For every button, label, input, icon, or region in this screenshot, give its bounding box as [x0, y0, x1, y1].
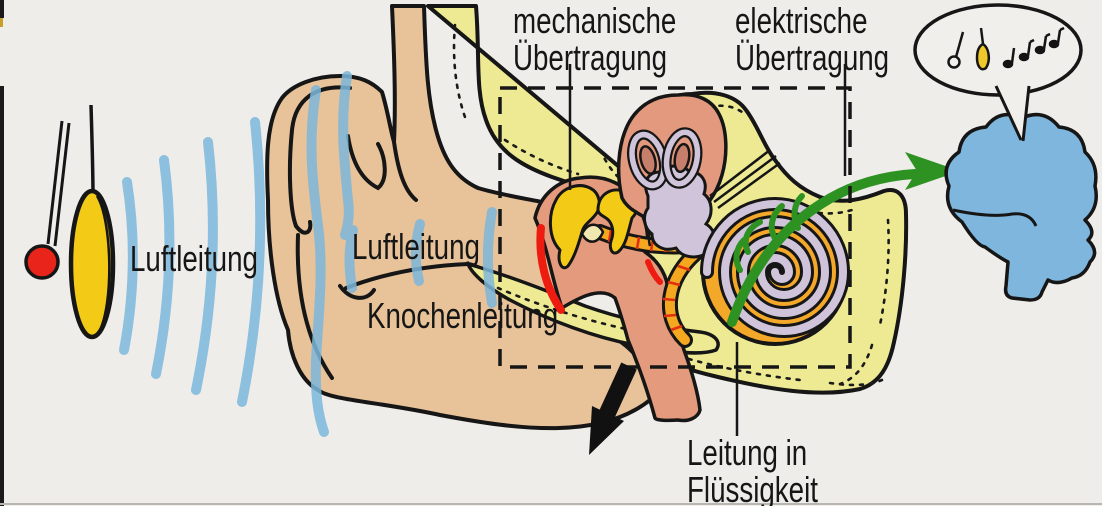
bubble-mallet-icon — [947, 31, 965, 69]
label-fluid-conduction: Leitung in Flüssigkeit — [687, 434, 818, 506]
pointer-lines — [568, 64, 847, 436]
semicircular-canals-icon — [616, 92, 781, 259]
malleus — [549, 184, 601, 270]
brain-sulcus — [952, 208, 1038, 227]
label-fluid-line2: Flüssigkeit — [687, 469, 818, 506]
oval-window-lens — [580, 223, 605, 243]
label-air-conduction-canal: Luftleitung — [352, 226, 480, 267]
label-mechanical-line1: mechanische — [513, 0, 677, 41]
label-bone-conduction: Knochenleitung — [367, 295, 559, 336]
green-nerve-arrow-icon — [727, 152, 960, 327]
label-electrical-line2: Übertragung — [735, 37, 890, 78]
gong-string — [89, 104, 95, 198]
bubble-gong-icon — [975, 27, 991, 71]
round-window-mark — [645, 259, 663, 285]
pendulum-gong-icon — [24, 104, 116, 340]
label-electrical-line1: elektrische — [735, 0, 868, 41]
mallet-ball — [24, 244, 60, 280]
label-air-conduction-outer: Luftleitung — [130, 238, 258, 279]
vestibular-nerve-lines — [709, 149, 781, 210]
label-mechanical-transmission: mechanische Übertragung — [513, 2, 676, 76]
label-mechanical-line2: Übertragung — [513, 37, 668, 78]
thought-bubble-icon — [913, 3, 1083, 142]
pinna-folds — [287, 85, 470, 380]
label-fluid-line1: Leitung in — [687, 432, 808, 473]
label-electrical-transmission: elektrische Übertragung — [735, 2, 889, 76]
mallet-stick — [46, 120, 64, 245]
sound-wave-arcs-icon — [119, 71, 497, 437]
brain-icon — [944, 112, 1098, 302]
gong-disc — [68, 188, 116, 340]
black-down-arrow-icon — [589, 362, 637, 455]
music-notes-icon — [1002, 26, 1065, 69]
eardrum-membrane — [536, 224, 565, 314]
dashed-frame — [498, 86, 852, 369]
